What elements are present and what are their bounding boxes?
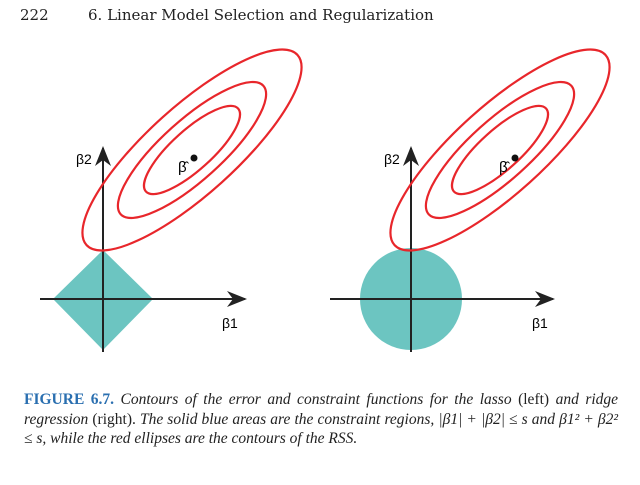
- rss-contour-middle: [424, 80, 576, 220]
- beta-hat-label: β̂: [499, 159, 511, 176]
- x-axis-label: β1: [532, 315, 548, 331]
- rss-contour-outer: [81, 48, 303, 252]
- rss-contour-inner: [450, 104, 550, 196]
- rss-contour-outer: [389, 48, 611, 252]
- ridge-panel: β̂ β2 β1: [330, 48, 611, 352]
- figure: β̂ β2 β1 β̂ β2 β1: [40, 48, 611, 352]
- caption-text: (right).: [92, 410, 136, 428]
- rss-contour-middle: [116, 80, 268, 220]
- figure-label: FIGURE 6.7.: [24, 391, 115, 408]
- x-axis-label: β1: [222, 315, 238, 331]
- beta-hat-point: [511, 154, 519, 162]
- rss-contour-inner: [142, 104, 242, 196]
- figure-caption: FIGURE 6.7. Contours of the error and co…: [24, 390, 618, 449]
- caption-text: The solid blue areas are the constraint …: [24, 410, 618, 448]
- caption-text: (left): [518, 391, 550, 408]
- y-axis-label: β2: [76, 151, 92, 167]
- beta-hat-label: β̂: [178, 159, 190, 176]
- beta-hat-point: [190, 154, 198, 162]
- page-number: 222: [20, 6, 49, 24]
- y-axis-label: β2: [384, 151, 400, 167]
- running-header: 6. Linear Model Selection and Regulariza…: [88, 6, 434, 24]
- lasso-panel: β̂ β2 β1: [40, 48, 303, 352]
- caption-text: and ridge regression: [24, 391, 619, 428]
- caption-text: Contours of the error and constraint fun…: [120, 391, 512, 408]
